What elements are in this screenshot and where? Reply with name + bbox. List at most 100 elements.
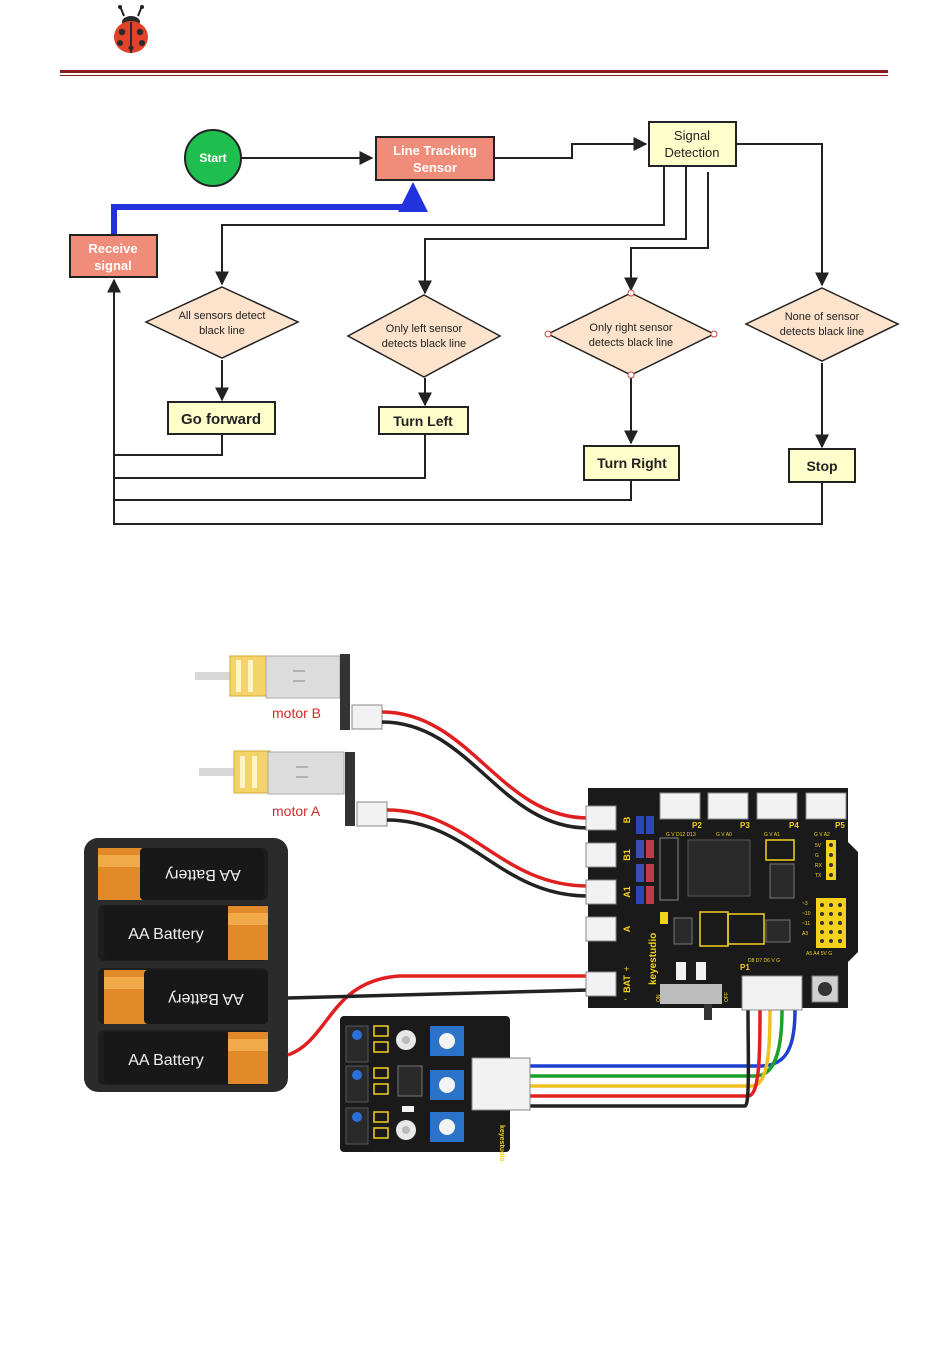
motor-a-label: motor A [272, 803, 321, 819]
signal-detection-node: Signal Detection [648, 121, 737, 167]
stop-label: Stop [806, 458, 837, 474]
battery-4-label: AA Battery [128, 1052, 204, 1069]
pin-row-p2: G V D12 D13 [666, 832, 696, 838]
battery-1-label: AA Battery [165, 866, 241, 883]
action-go-forward: Go forward [167, 401, 276, 435]
wiring-diagram: motor B motor A AA Bat [84, 654, 858, 1162]
header-rule [60, 70, 888, 73]
logic-chip [769, 863, 795, 899]
port-label-a1: A1 [622, 886, 632, 898]
decision-all-sensors: All sensors detect black line [144, 286, 300, 359]
decision-2-line-2: detects black line [382, 338, 466, 350]
pin-row-p4: G V A1 [764, 832, 780, 838]
battery-holder: AA Battery AA Battery AA Battery AA Batt… [84, 838, 288, 1092]
board-brand: keyestudio [648, 933, 659, 985]
decision-3-line-1: Only right sensor [589, 322, 672, 334]
header-label-p5: P5 [835, 821, 845, 830]
sensor-brand: keyestudio [498, 1125, 505, 1162]
right-pin-3: ~3 [802, 901, 808, 907]
header-connectors [659, 792, 847, 820]
loop-arrow [111, 182, 428, 235]
battery-4: AA Battery [104, 1032, 268, 1084]
right-pin-10: ~10 [802, 911, 811, 917]
decision-only-right: Only right sensor detects black line [544, 289, 718, 379]
side-pin-5v: 5V [815, 843, 822, 849]
receive-signal-line-1: Receive [88, 241, 137, 256]
line-tracking-sensor-board: keyestudio [340, 1016, 531, 1162]
pin-row-p3: G V A0 [716, 832, 732, 838]
battery-1: AA Battery [98, 848, 264, 900]
sensor-label-line-2: Sensor [413, 160, 457, 175]
go-forward-label: Go forward [181, 411, 261, 428]
motor-b-label: motor B [272, 705, 321, 721]
bat-minus: - [624, 994, 627, 1004]
turn-right-label: Turn Right [597, 455, 667, 471]
sensor-smd-parts [373, 1025, 389, 1139]
pin-row-p1: D8 D7 D6 V G [748, 958, 780, 964]
reset-button [811, 975, 839, 1003]
header-label-p4: P4 [789, 821, 799, 830]
right-pin-11: ~11 [802, 921, 810, 927]
battery-3: AA Battery [104, 970, 268, 1024]
switch-on-label: ON [656, 994, 662, 1002]
decision-none: None of sensor detects black line [744, 287, 900, 362]
decision-only-left: Only left sensor detects black line [346, 294, 502, 378]
bottom-pins: A5 A4 5V G [806, 951, 832, 957]
line-tracking-sensor-node: Line Tracking Sensor [375, 136, 495, 181]
turn-left-label: Turn Left [393, 413, 453, 429]
decision-1-line-2: black line [199, 325, 245, 337]
decision-1-line-1: All sensors detect [179, 310, 266, 322]
signal-detection-line-2: Detection [665, 145, 720, 160]
decision-2-line-1: Only left sensor [386, 323, 463, 335]
action-turn-left: Turn Left [378, 406, 469, 435]
right-pin-a3: A3 [802, 931, 808, 937]
port-label-b: B [622, 816, 632, 823]
receive-signal-node: Receive signal [69, 234, 158, 278]
side-pin-rx: RX [815, 863, 823, 869]
motor-driver-board: B B1 A1 A BAT + - P2 [585, 788, 858, 1020]
ir-sensors [345, 1025, 369, 1145]
wires [287, 710, 797, 1108]
flow-connectors [107, 137, 829, 525]
start-label: Start [199, 151, 226, 165]
side-pin-g: G [815, 853, 819, 859]
action-stop: Stop [788, 448, 856, 483]
capacitor-bank [636, 816, 654, 904]
side-pin-tx: TX [815, 873, 822, 879]
decision-4-line-2: detects black line [780, 326, 864, 338]
receive-signal-line-2: signal [94, 258, 132, 273]
header-rule-thin [60, 75, 888, 76]
battery-2: AA Battery [104, 906, 268, 960]
power-switch [660, 962, 722, 1020]
action-turn-right: Turn Right [583, 445, 680, 481]
potentiometers [430, 1026, 464, 1142]
port-label-b1: B1 [622, 849, 632, 861]
driver-chip [687, 839, 751, 897]
flowchart: Start Line Tracking Sensor Signal Detect… [69, 121, 900, 525]
bluetooth-module [699, 911, 791, 947]
motor-b: motor B [195, 654, 383, 730]
ladybug-logo-icon [114, 5, 148, 53]
battery-3-label: AA Battery [168, 990, 244, 1007]
header-label-p2: P2 [692, 821, 702, 830]
pin-row-p5: G V A2 [814, 832, 830, 838]
motor-a: motor A [199, 750, 388, 827]
io-pin-grid [816, 898, 846, 948]
port-label-bat: BAT [622, 975, 632, 993]
header-label-p1: P1 [740, 963, 750, 972]
motor-ports [585, 805, 617, 997]
decision-3-line-2: detects black line [589, 337, 673, 349]
battery-2-label: AA Battery [128, 926, 204, 943]
sensor-connector [471, 1057, 531, 1111]
sensor-label-line-1: Line Tracking [393, 143, 477, 158]
port-label-a: A [622, 925, 632, 932]
side-pin-header [826, 840, 836, 880]
start-node: Start [184, 129, 242, 187]
switch-off-label: OFF [724, 992, 730, 1002]
bat-plus: + [624, 964, 629, 974]
decision-4-line-1: None of sensor [785, 311, 860, 323]
sensor-header-p1 [741, 975, 803, 1011]
signal-detection-line-1: Signal [674, 128, 710, 143]
header-label-p3: P3 [740, 821, 750, 830]
